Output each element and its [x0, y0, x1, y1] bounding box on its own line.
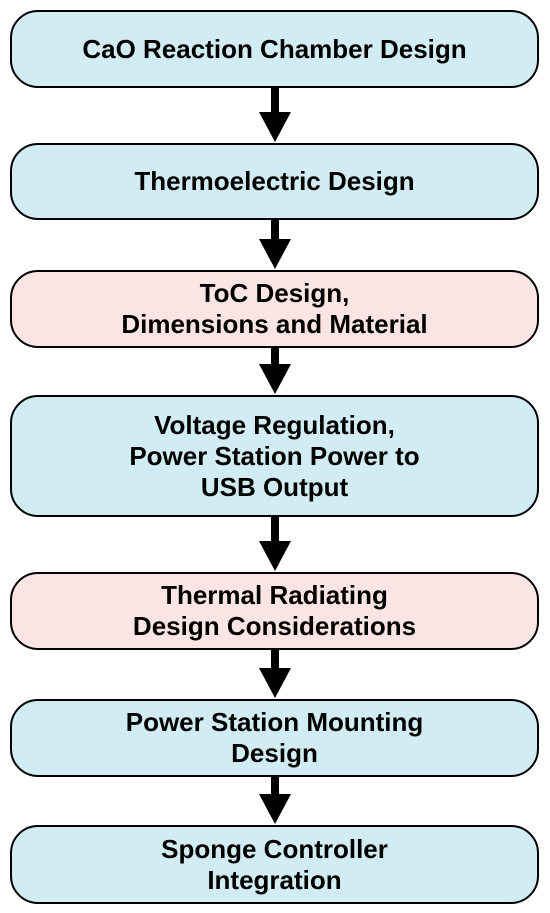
- arrow-down-icon-3: [259, 348, 291, 394]
- arrow-down-icon-6: [259, 777, 291, 824]
- step-2-line-1: Thermoelectric Design: [134, 166, 415, 196]
- step-4-line-3: USB Output: [200, 471, 349, 502]
- step-5-line-2: Design Considerations: [132, 611, 417, 641]
- step-7-line-1: Sponge Controller: [161, 833, 388, 864]
- arrow-down-icon-1: [259, 88, 291, 142]
- step-1-line-1: CaO Reaction Chamber Design: [82, 33, 467, 64]
- step-4-line-2: Power Station Power to: [129, 440, 420, 471]
- step-5-line-1: Thermal Radiating: [161, 580, 388, 610]
- step-1-cao-reaction-chamber-box: CaO Reaction Chamber Design: [10, 10, 539, 88]
- step-2-thermoelectric-box: Thermoelectric Design: [10, 143, 539, 220]
- arrow-down-icon-4: [259, 517, 291, 571]
- arrow-down-icon-2: [259, 220, 291, 269]
- step-6-power-station-mounting-box: Power Station Mounting Design: [10, 699, 539, 777]
- step-3-line-1: ToC Design,: [199, 278, 350, 308]
- step-6-line-1: Power Station Mounting: [125, 707, 424, 737]
- step-6-line-2: Design: [231, 738, 318, 768]
- arrow-down-icon-5: [259, 650, 291, 698]
- step-5-thermal-radiating-box: Thermal Radiating Design Considerations: [10, 572, 539, 650]
- step-7-line-2: Integration: [207, 864, 342, 895]
- step-3-line-2: Dimensions and Material: [121, 309, 428, 339]
- step-4-voltage-regulation-box: Voltage Regulation, Power Station Power …: [10, 395, 539, 517]
- step-4-line-1: Voltage Regulation,: [154, 409, 395, 440]
- step-3-toc-design-box: ToC Design, Dimensions and Material: [10, 270, 539, 348]
- step-7-sponge-controller-box: Sponge Controller Integration: [10, 825, 539, 904]
